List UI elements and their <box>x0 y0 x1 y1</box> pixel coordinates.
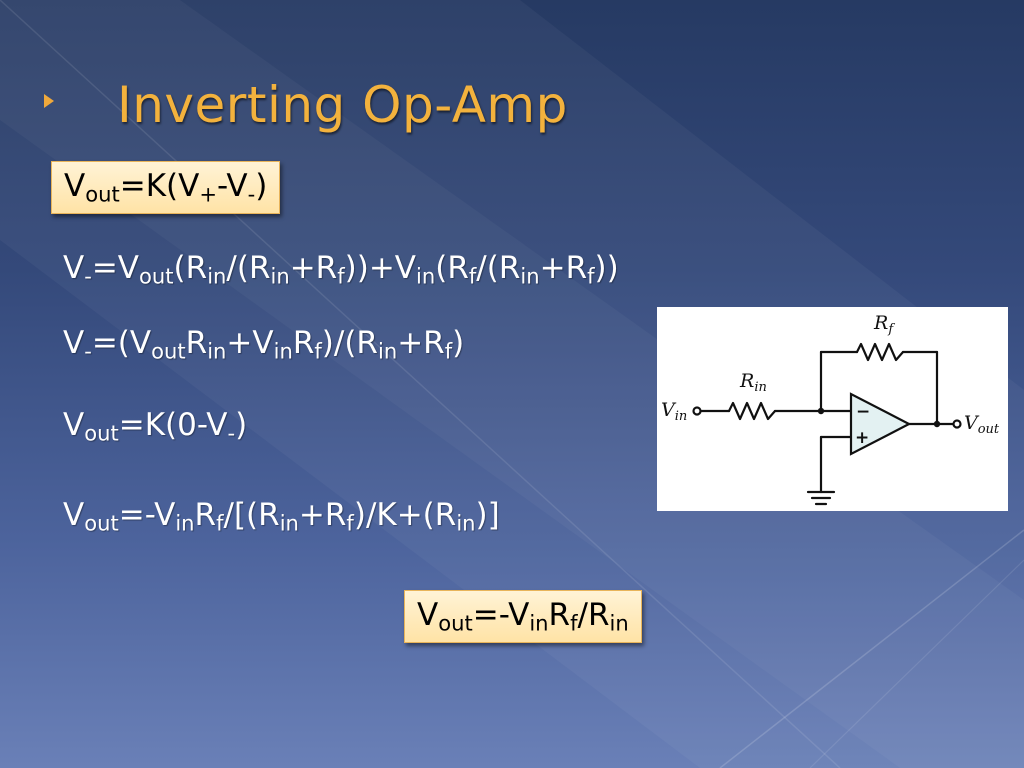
svg-text:Vin: Vin <box>661 399 687 424</box>
ground-symbol <box>806 490 836 506</box>
svg-text:Rf: Rf <box>873 312 895 337</box>
circuit-diagram: − + Rf Rin Vin Vout <box>657 307 1008 511</box>
rin-label: R <box>739 370 754 392</box>
plus-input-label: + <box>855 428 869 448</box>
svg-text:Vout: Vout <box>964 412 1000 437</box>
equation-gain: Vout=K(V+-V-) <box>51 161 281 214</box>
equation-solved: Vout=-VinRf/[(Rin+Rf)/K+(Rin)] <box>63 497 500 536</box>
vin-label-sub: in <box>675 409 688 424</box>
slide-title: Inverting Op-Amp <box>117 76 568 134</box>
rin-resistor <box>727 401 777 421</box>
rf-resistor <box>855 342 905 362</box>
equation-divider-simplified: V-=(VoutRin+VinRf)/(Rin+Rf) <box>63 325 465 364</box>
vin-terminal <box>692 406 702 416</box>
rin-label-sub: in <box>754 380 767 395</box>
rf-label-sub: f <box>887 322 895 337</box>
equation-output: Vout=K(0-V-) <box>63 407 248 446</box>
svg-text:Rin: Rin <box>739 370 767 395</box>
vout-label-sub: out <box>978 422 1000 437</box>
vin-label: V <box>661 399 677 421</box>
equation-ideal-result: Vout=-VinRf/Rin <box>404 590 642 643</box>
vout-label: V <box>964 412 980 434</box>
vout-terminal <box>952 419 962 429</box>
junction-node-output <box>933 420 941 428</box>
minus-input-label: − <box>856 402 870 422</box>
rf-label: R <box>873 312 888 334</box>
bullet-arrow-icon <box>44 94 54 108</box>
junction-node-input <box>817 407 825 415</box>
eq-gain-text: Vout=K(V+-V-) <box>64 168 268 207</box>
equation-divider: V-=Vout(Rin/(Rin+Rf))+Vin(Rf/(Rin+Rf)) <box>63 250 619 289</box>
opamp-triangle <box>849 392 912 456</box>
